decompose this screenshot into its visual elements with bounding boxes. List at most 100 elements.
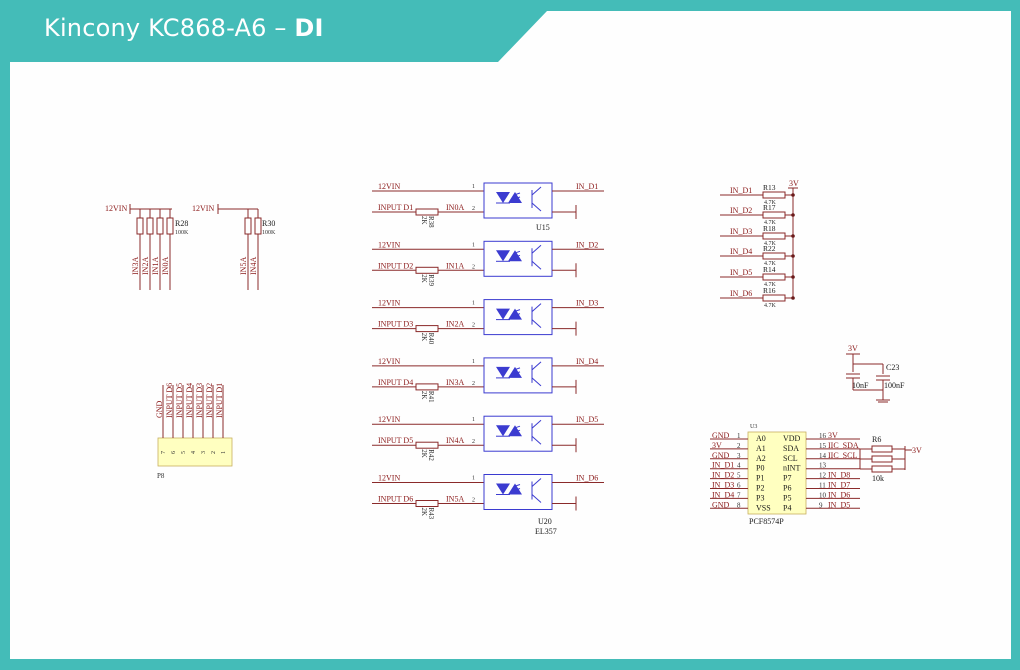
expander-right-net-5: IN_D7: [828, 481, 850, 490]
opto-node-3: IN3A: [446, 378, 464, 387]
expander-right-num-5: 11: [819, 482, 826, 490]
pin-label-a-2: IN1A: [151, 257, 160, 275]
connector-pin-2: 5: [181, 451, 187, 454]
expander-right-num-2: 14: [819, 452, 827, 460]
optocoupler-2: [483, 299, 553, 336]
opto-output-0: IN_D1: [576, 182, 598, 191]
pullup-ref-0: R13: [763, 183, 776, 192]
pin-label-b-1: IN4A: [249, 257, 258, 275]
expander-right-name-1: SDA: [783, 444, 799, 453]
opto-resistor-3: [415, 383, 439, 391]
expander-right-num-0: 16: [819, 432, 827, 440]
opto-ref-bottom: U20: [538, 517, 552, 526]
cap-value-1: 10nF: [852, 381, 869, 390]
optocoupler-3: [483, 357, 553, 394]
expander-right-name-4: P7: [783, 474, 791, 483]
connector-label-0: GND: [155, 400, 164, 418]
expander-left-name-6: P3: [756, 493, 764, 502]
cap-value-2: 100nF: [884, 381, 905, 390]
expander-left-num-0: 1: [737, 432, 741, 440]
optocoupler-4: [483, 415, 553, 452]
led-symbol-4: [496, 425, 510, 437]
expander-part: PCF8574P: [749, 517, 784, 526]
opto-node-0: IN0A: [446, 203, 464, 212]
opto-pin1-1: 1: [472, 242, 475, 248]
opto-supply-5: 12VIN: [378, 474, 400, 483]
expander-pullup-resistor-0: [871, 445, 893, 453]
connector-label-3: INPUT D4: [185, 383, 194, 418]
pullup-value-2: 4.7K: [764, 241, 777, 247]
expander-left-net-7: GND: [712, 500, 730, 509]
opto-resistor-4: [415, 441, 439, 449]
optocoupler-0: [483, 182, 553, 219]
expander-right-net-0: 3V: [828, 431, 838, 440]
expander-left-net-5: IN_D3: [712, 481, 734, 490]
opto-node-4: IN4A: [446, 436, 464, 445]
opto-output-5: IN_D6: [576, 474, 598, 483]
pullup-net-5: IN_D6: [730, 289, 752, 298]
expander-left-name-3: P0: [756, 464, 764, 473]
opto-resistor-5: [415, 500, 439, 507]
opto-input-1: INPUT D2: [378, 261, 413, 270]
opto-resistor-ref-0: R38: [427, 216, 435, 228]
expander-pullup-value: 10k: [872, 474, 884, 483]
pin-label-a-1: IN2A: [141, 257, 150, 275]
pullup-resistor-5: [762, 294, 786, 302]
capacitor-section: 3V C23 10nF 100nF: [846, 344, 905, 403]
pullup-net-1: IN_D2: [730, 206, 752, 215]
expander-right-num-6: 10: [819, 491, 827, 499]
opto-supply-4: 12VIN: [378, 415, 400, 424]
expander-left-net-4: IN_D2: [712, 471, 734, 480]
resistor-a-3: [166, 217, 174, 235]
expander-left-num-7: 8: [737, 501, 741, 509]
opto-resistor-ref-3: R41: [427, 391, 435, 403]
opto-resistor-ref-5: R43: [427, 508, 435, 520]
pullup-value-3: 4.7K: [764, 261, 777, 267]
expander-body: [747, 431, 807, 515]
expander-right-num-4: 12: [819, 472, 827, 480]
resistor-ref-b: R30: [262, 219, 275, 228]
opto-resistor-val-3: 2K: [420, 391, 428, 400]
optocoupler-5: [483, 474, 553, 510]
opto-node-5: IN5A: [446, 495, 464, 504]
expander-left-net-6: IN_D4: [712, 490, 734, 499]
pullup-net-2: IN_D3: [730, 227, 752, 236]
led-symbol-3: [496, 366, 510, 378]
expander-right-net-1: IIC_SDA: [828, 441, 859, 450]
opto-resistor-val-2: 2K: [420, 333, 428, 342]
pullup-net-3: IN_D4: [730, 247, 752, 256]
led-symbol-2: [496, 308, 510, 320]
pin-label-a-3: IN0A: [161, 257, 170, 275]
opto-node-1: IN1A: [446, 261, 464, 270]
opto-input-4: INPUT D5: [378, 436, 413, 445]
resistor-ref-a: R28: [175, 219, 188, 228]
expander-left-net-1: 3V: [712, 441, 722, 450]
connector-pin-1: 6: [171, 451, 177, 454]
resistor-a-0: [136, 217, 144, 235]
cap-rail: 3V: [848, 344, 858, 353]
expander-right-net-4: IN_D8: [828, 471, 850, 480]
expander-left-num-6: 7: [737, 491, 741, 499]
connector-label-6: INPUT D1: [215, 383, 224, 418]
opto-output-2: IN_D3: [576, 299, 598, 308]
optocoupler-1: [483, 240, 553, 277]
resistor-value-a: 100K: [175, 230, 189, 236]
expander-right-name-5: P6: [783, 484, 791, 493]
expander-right-num-1: 15: [819, 442, 827, 450]
opto-output-3: IN_D4: [576, 357, 598, 366]
opto-input-2: INPUT D3: [378, 320, 413, 329]
expander-left-name-5: P2: [756, 484, 764, 493]
expander-pullup-resistor-2: [871, 465, 893, 473]
